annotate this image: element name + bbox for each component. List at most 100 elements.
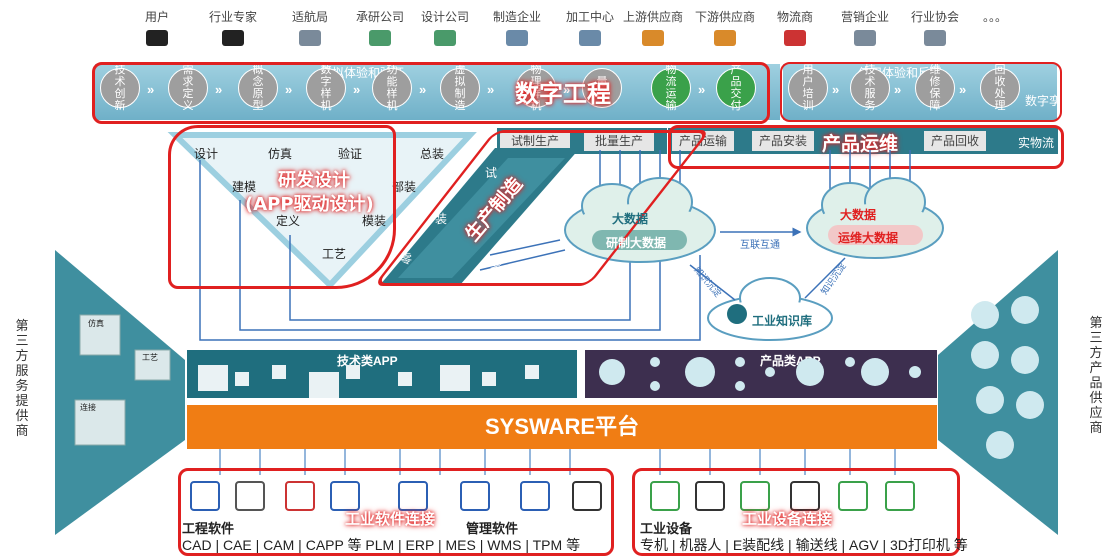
workflow-icon: [398, 481, 428, 511]
stakeholder-12: 。。。: [960, 8, 1030, 25]
knowledge-cloud: [707, 277, 833, 341]
tech-app-bar: [187, 350, 577, 398]
stakeholder-label: 行业专家: [208, 10, 257, 24]
chevron-right-icon: »: [353, 82, 361, 97]
strip-char-e: 零: [490, 260, 503, 274]
rd-bigdata-title: 大数据: [612, 212, 649, 226]
product-app-node: [845, 357, 855, 367]
chevron-right-icon: »: [215, 82, 223, 97]
kb-arrow-right: [804, 257, 846, 299]
step-8: 物 流 运 输: [651, 64, 691, 112]
product-app-node: [650, 357, 660, 367]
chevron-right-icon: »: [563, 82, 571, 97]
node-modeling: 模装: [362, 214, 387, 228]
stakeholder-9: 物流商: [760, 8, 830, 46]
chevron-right-icon: »: [832, 82, 840, 97]
building-icon: [924, 30, 946, 46]
factory-icon: [579, 30, 601, 46]
eng-software-label: 工程软件: [182, 521, 235, 536]
op-install: 产品安装: [752, 131, 814, 151]
stakeholder-label: 物流商: [776, 10, 813, 24]
stakeholder-7: 上游供应商: [618, 8, 688, 46]
step-5: 虚 拟 制 造: [440, 64, 480, 112]
line-chart-icon: [520, 481, 550, 511]
stakeholder-8: 下游供应商: [690, 8, 760, 46]
stakeholder-10: 营销企业: [830, 8, 900, 46]
rd-bigdata-cloud: [564, 177, 716, 263]
kb-arrow-left: [689, 264, 736, 301]
trial-production: 试制生产: [500, 131, 570, 151]
stakeholder-label: 适航局: [291, 10, 328, 24]
cube-icon: [434, 30, 456, 46]
step-1: 需 求 定 义: [168, 64, 208, 112]
operation-highlight: [668, 125, 1064, 169]
cube-icon: [369, 30, 391, 46]
stakeholder-label: 用户: [144, 10, 169, 24]
tech-app-title: 技术类APP: [337, 354, 398, 368]
building-icon: [854, 30, 876, 46]
stakeholder-label: 加工中心: [565, 10, 614, 24]
left-funnel: [55, 250, 185, 535]
stakeholder-3: 承研公司: [345, 8, 415, 46]
strip-char-b: 装: [555, 174, 568, 188]
strip-char-c: 零: [400, 252, 413, 266]
gears-icon: [330, 481, 360, 511]
chart-icon: [642, 30, 664, 46]
rd-bigdata-sub: 研制大数据: [606, 236, 667, 250]
rd-design-title: 研发设计: [278, 170, 350, 191]
left-panel-craft: 工艺: [142, 353, 158, 362]
document-icon: [572, 481, 602, 511]
gear-icon: [235, 481, 265, 511]
tech-app-tile: [440, 365, 470, 391]
equipment-connect-label: 工业设备连接: [742, 510, 833, 528]
rd-design-highlight: [168, 125, 396, 289]
word-icon: [190, 481, 220, 511]
ops-bigdata-sub: 运维大数据: [838, 231, 899, 245]
stakeholder-label: 营销企业: [840, 10, 889, 24]
op-recycle: 产品回收: [924, 131, 986, 151]
rd-design-subtitle: (APP驱动设计): [245, 194, 374, 215]
product-app-node: [599, 359, 625, 385]
factory-icon: [506, 30, 528, 46]
use-step-2: 维 修 保 障: [915, 64, 955, 112]
step-9: 产 品 交 付: [716, 64, 756, 112]
building-icon: [299, 30, 321, 46]
tech-app-tile: [309, 372, 339, 398]
stakeholder-label: 承研公司: [355, 10, 404, 24]
use-step-0: 用 户 培 训: [788, 64, 828, 112]
chevron-right-icon: »: [419, 82, 427, 97]
stakeholder-1: 行业专家: [198, 8, 268, 46]
right-funnel-nodes: [971, 296, 1044, 459]
tech-app-tile: [272, 365, 286, 379]
op-physical: 实物流: [1018, 136, 1055, 150]
stakeholder-label: 设计公司: [420, 10, 469, 24]
tech-app-tile: [198, 365, 228, 391]
stakeholder-label: 制造企业: [492, 10, 541, 24]
stakeholder-5: 制造企业: [482, 8, 552, 46]
stakeholder-2: 适航局: [275, 8, 345, 46]
use-experience-highlight: [780, 62, 1062, 122]
design-triangle: [167, 132, 477, 290]
stakeholder-6: 加工中心: [555, 8, 625, 46]
node-assemble: 总装: [420, 147, 445, 161]
equipment-label: 工业设备: [640, 521, 693, 536]
step-2: 概 念 原 型: [238, 64, 278, 112]
product-app-node: [685, 357, 715, 387]
ops-bigdata-title: 大数据: [840, 208, 877, 222]
chart-icon: [714, 30, 736, 46]
chevron-right-icon: »: [698, 82, 706, 97]
digital-engineering-title: 数字工程: [515, 80, 611, 108]
product-app-node: [735, 357, 745, 367]
chevron-right-icon: »: [894, 82, 902, 97]
chevron-right-icon: »: [487, 82, 495, 97]
conveyor-icon: [885, 481, 915, 511]
link-label: 互联互通: [740, 240, 780, 251]
strip-char-d: 装: [435, 212, 448, 226]
tech-app-tile: [235, 372, 249, 386]
equipment-group-box: [632, 468, 960, 556]
software-connect-label: 工业软件连接: [345, 510, 436, 528]
strip-char-f: 箱: [518, 227, 531, 241]
product-app-node: [765, 367, 775, 377]
experts-icon: [222, 30, 244, 46]
